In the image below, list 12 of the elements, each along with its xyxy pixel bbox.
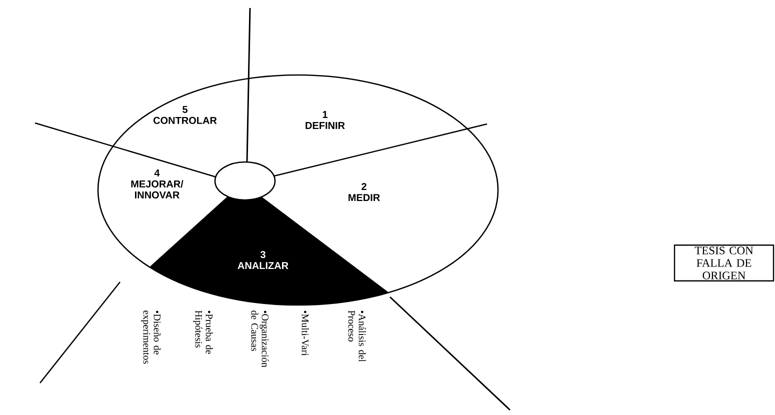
bullet-item: •Diseño de experimentos <box>141 310 161 364</box>
sector-label: 1 DEFINIR <box>306 111 345 129</box>
sector-label: 4 MEJORAR/ INNOVAR <box>131 170 184 198</box>
center-circle <box>214 161 276 201</box>
bullet-item: •Prueba de Hipótesis <box>193 310 213 354</box>
sector-label: 3 ANALIZAR <box>238 251 288 269</box>
bullet-item: •Análisis del Proceso <box>348 310 366 362</box>
bullet-item: •Multi-Vari <box>302 310 309 356</box>
bullet-item: •Organización de Causas <box>251 310 269 368</box>
sector-label: 2 MEDIR <box>348 183 380 201</box>
stamp-box: TESIS CON FALLA DE ORIGEN <box>674 244 774 282</box>
sector-label: 5 CONTROLAR <box>153 106 217 124</box>
